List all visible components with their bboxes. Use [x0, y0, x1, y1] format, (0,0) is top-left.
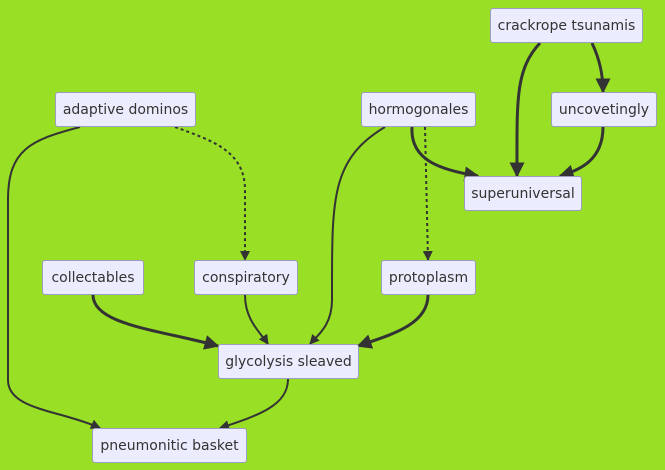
edge-hormogonales-to-protoplasm [422, 126, 433, 261]
edge-conspiratory-to-glycolysis [244, 294, 269, 345]
node-conspiratory[interactable]: conspiratory [194, 260, 298, 295]
edge-adaptive-to-pneumonitic [7, 126, 101, 429]
edge-crackrope-to-superuniversal [509, 41, 542, 178]
edge-adaptive-to-conspiratory [174, 126, 250, 261]
node-glycolysis-sleaved[interactable]: glycolysis sleaved [218, 344, 359, 379]
node-collectables[interactable]: collectables [42, 260, 144, 295]
edge-hormogonales-to-superuniversal [410, 126, 480, 182]
edge-uncovetingly-to-superuniversal [558, 126, 605, 180]
edge-hormogonales-to-glycolysis [309, 126, 386, 345]
edge-glycolysis-to-pneumonitic [219, 378, 289, 430]
node-crackrope-tsunamis[interactable]: crackrope tsunamis [490, 8, 643, 43]
node-pneumonitic-basket[interactable]: pneumonitic basket [92, 428, 247, 463]
node-superuniversal[interactable]: superuniversal [464, 176, 582, 211]
edge-crackrope-to-uncovetingly [590, 42, 611, 94]
node-uncovetingly[interactable]: uncovetingly [551, 92, 657, 127]
node-hormogonales[interactable]: hormogonales [361, 92, 476, 127]
edge-protoplasm-to-glycolysis [356, 294, 430, 349]
node-adaptive-dominos[interactable]: adaptive dominos [55, 92, 196, 127]
edge-collectables-to-glycolysis [91, 294, 220, 350]
node-protoplasm[interactable]: protoplasm [381, 260, 476, 295]
